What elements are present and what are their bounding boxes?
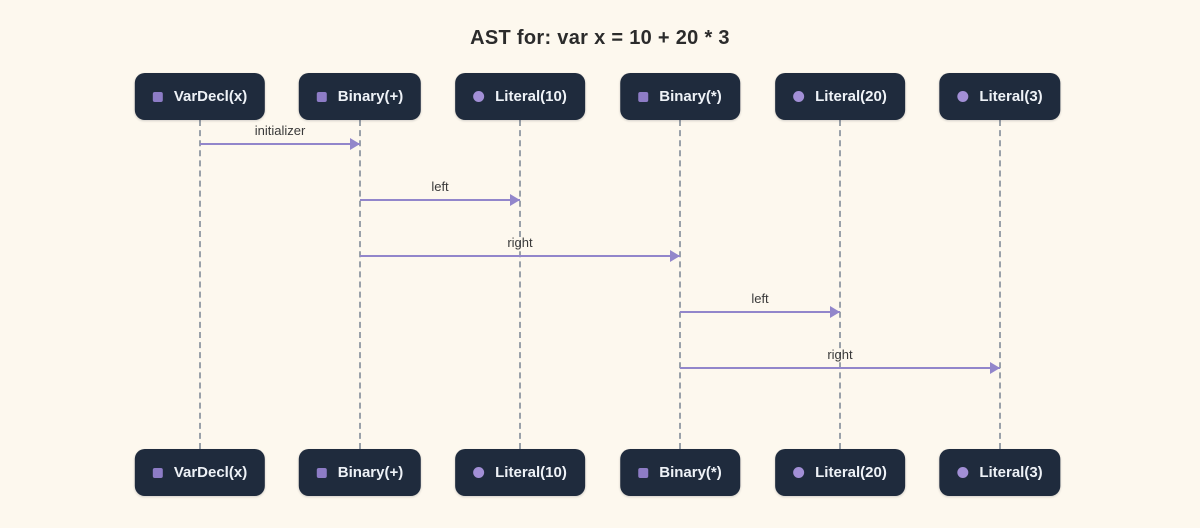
participant-top-literal-20: Literal(20) [775,73,905,120]
lifeline-literal-20 [839,120,841,449]
participant-label: Literal(3) [979,88,1043,105]
arrowhead-icon [830,306,840,318]
participant-bottom-binary-plus: Binary(+) [298,449,422,496]
participant-top-literal-10: Literal(10) [455,73,585,120]
square-icon [316,467,327,478]
participant-bottom-literal-3: Literal(3) [939,449,1061,496]
arrowhead-icon [990,362,1000,374]
message-arrow-left-2: left [680,291,840,318]
message-label: right [827,347,853,362]
participant-label: Binary(+) [337,464,404,481]
lifeline-binary-star [679,120,681,449]
lifeline-binary-plus [359,120,361,449]
message-label: right [507,235,533,250]
participant-bottom-literal-10: Literal(10) [455,449,585,496]
participant-label: VarDecl(x) [173,464,248,481]
lifeline-literal-10 [519,120,521,449]
circle-icon [473,91,485,102]
participant-top-vardecl: VarDecl(x) [134,73,266,120]
arrow-line [360,199,520,201]
square-icon [638,91,649,102]
square-icon [152,91,163,102]
arrow-line [680,311,840,313]
participant-top-binary-plus: Binary(+) [298,73,422,120]
arrowhead-icon [350,138,360,150]
participant-label: Literal(10) [495,88,567,105]
participant-label: Literal(10) [495,464,567,481]
circle-icon [957,91,969,102]
message-label: initializer [254,123,306,138]
participant-top-binary-star: Binary(*) [620,73,740,120]
participant-bottom-literal-20: Literal(20) [775,449,905,496]
participant-label: Literal(3) [979,464,1043,481]
arrowhead-icon [670,250,680,262]
arrow-line [680,367,1000,369]
circle-icon [957,467,969,478]
participant-bottom-binary-star: Binary(*) [620,449,740,496]
square-icon [152,467,163,478]
arrowhead-icon [510,194,520,206]
message-arrow-left-1: left [360,179,520,206]
square-icon [638,467,649,478]
arrow-line [200,143,360,145]
participant-bottom-vardecl: VarDecl(x) [134,449,266,496]
diagram-title: AST for: var x = 10 + 20 * 3 [470,27,730,49]
circle-icon [473,467,485,478]
message-arrow-right-1: right [360,235,680,262]
participant-label: Binary(+) [337,88,404,105]
participant-label: Binary(*) [659,464,722,481]
square-icon [316,91,327,102]
participant-label: Literal(20) [815,88,887,105]
participant-label: Binary(*) [659,88,722,105]
participant-label: VarDecl(x) [173,88,248,105]
participant-top-literal-3: Literal(3) [939,73,1061,120]
message-label: left [431,179,449,194]
arrow-line [360,255,680,257]
lifeline-vardecl [199,120,201,449]
message-arrow-right-2: right [680,347,1000,374]
lifeline-literal-3 [999,120,1001,449]
circle-icon [793,467,805,478]
message-label: left [751,291,769,306]
circle-icon [793,91,805,102]
message-arrow-initializer: initializer [200,123,360,150]
participant-label: Literal(20) [815,464,887,481]
